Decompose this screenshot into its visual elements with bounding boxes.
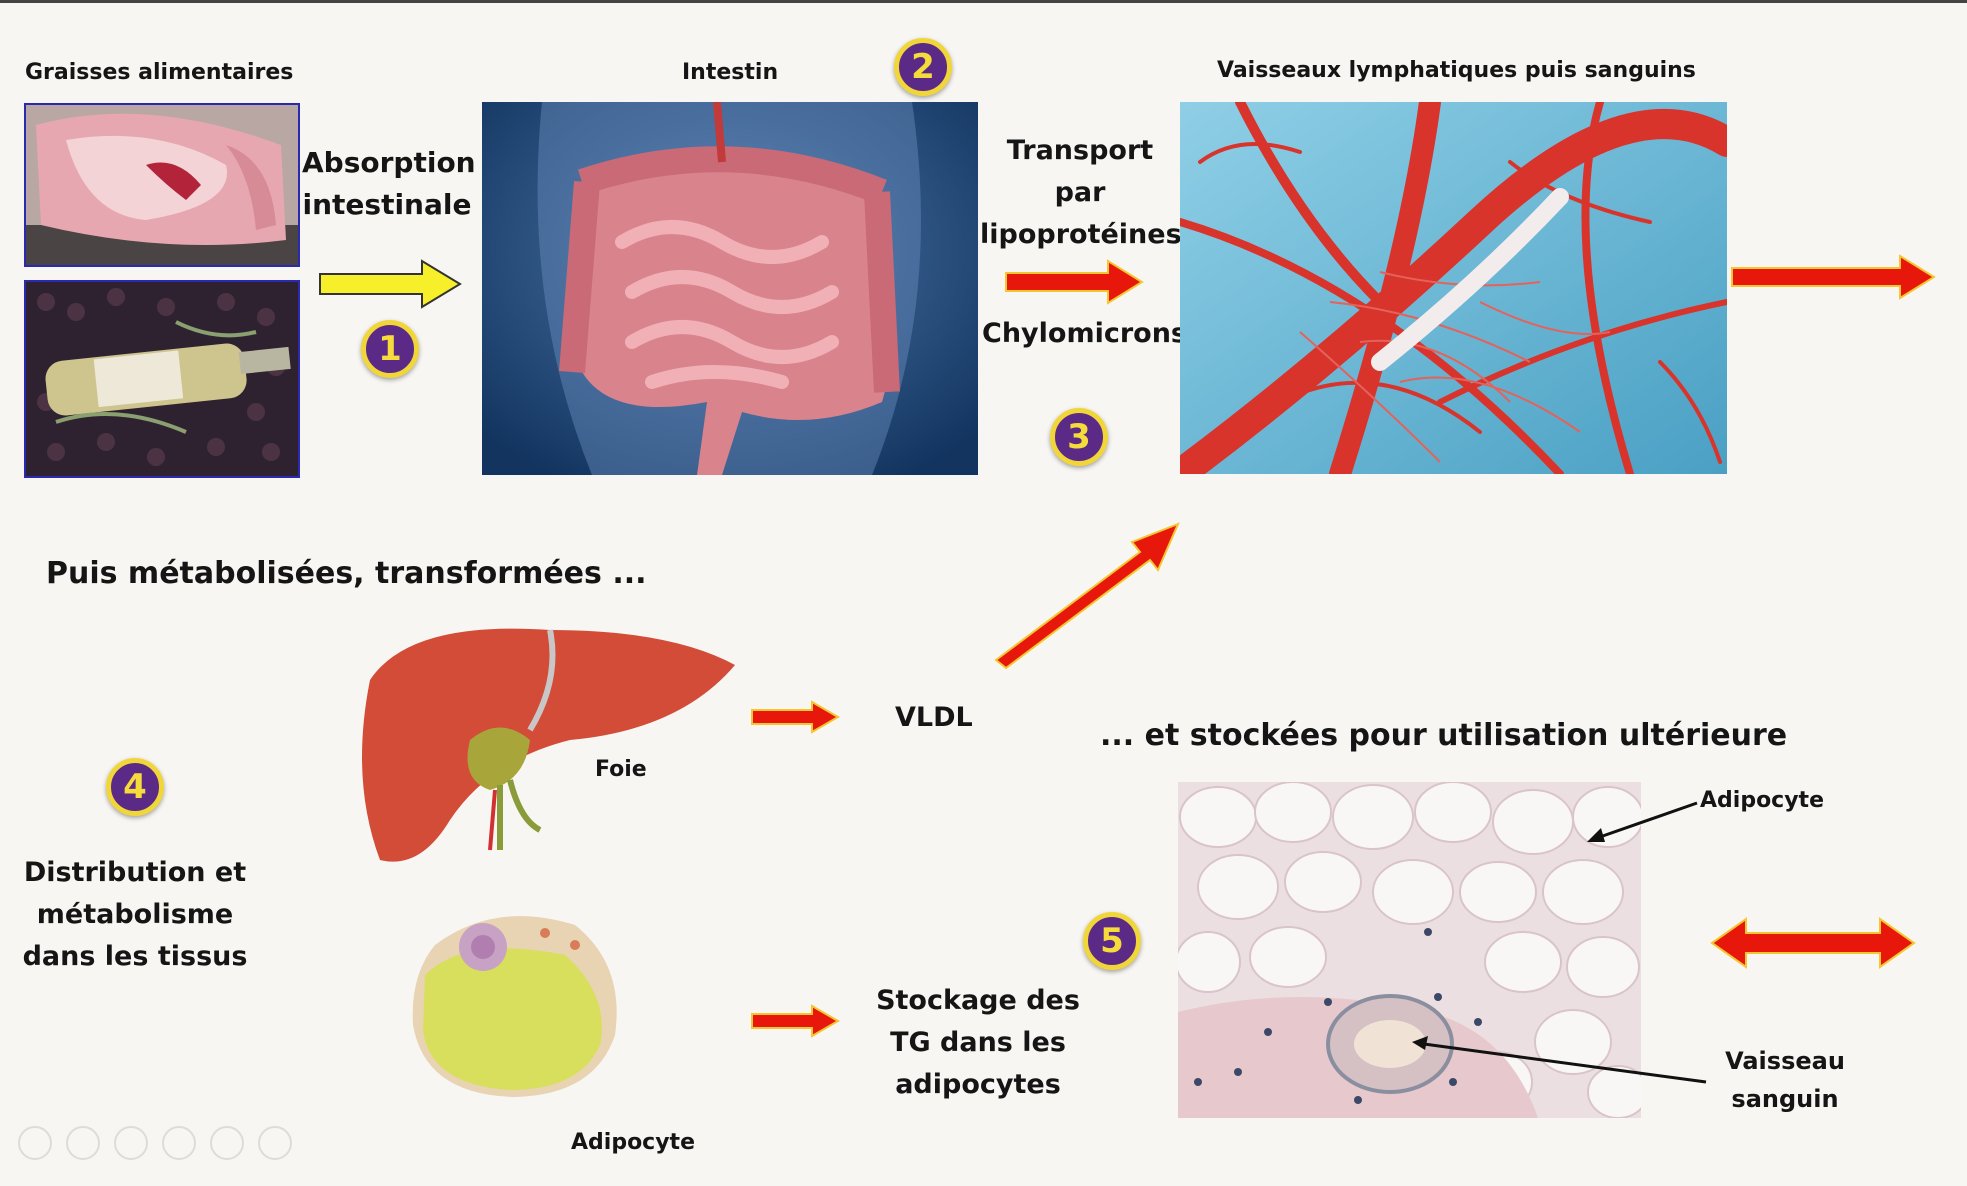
toolbar-pen-icon[interactable] [114, 1126, 148, 1160]
yellow-arrow [319, 259, 462, 309]
distribution-line2: métabolisme [36, 899, 234, 930]
absorption-text: Absorption intestinale [302, 142, 476, 226]
chylomicrons-label: Chylomicrons [982, 318, 1187, 349]
absorption-line2: intestinale [302, 188, 472, 221]
distribution-text: Distribution et métabolisme dans les tis… [20, 852, 250, 978]
olive-oil-photo [24, 280, 300, 478]
metabolized-title: Puis métabolisées, transformées ... [46, 556, 647, 591]
liver-label: Foie [595, 757, 647, 782]
transport-line2: lipoprotéines [980, 219, 1182, 250]
toolbar-more-icon[interactable] [258, 1126, 292, 1160]
red-arrow-adipocyte-storage [751, 1004, 841, 1038]
adipocyte-cell-label: Adipocyte [571, 1130, 695, 1155]
red-arrow-liver-vldl [751, 700, 841, 734]
toolbar-slides-icon[interactable] [162, 1126, 196, 1160]
adipocyte-cell-illustration [405, 905, 625, 1100]
badge-4: 4 [106, 758, 164, 816]
stored-title: ... et stockées pour utilisation ultérie… [1100, 718, 1788, 753]
distribution-line3: dans les tissus [22, 941, 248, 972]
pointer-adipocyte [1587, 801, 1698, 842]
storage-line1: Stockage des [876, 985, 1080, 1016]
badge-1: 1 [361, 320, 419, 378]
badge-2: 2 [894, 38, 952, 96]
badge-3: 3 [1050, 408, 1108, 466]
vessel-line2: sanguin [1731, 1085, 1839, 1113]
blood-vessels-photo [1180, 102, 1727, 474]
red-double-arrow [1710, 917, 1916, 969]
vessels-label: Vaisseaux lymphatiques puis sanguins [1217, 58, 1696, 83]
intestine-label: Intestin [682, 60, 779, 85]
red-arrow-vldl-to-vessels [994, 522, 1180, 670]
pointer-vessel [1412, 1036, 1707, 1084]
red-arrow-right-top [1731, 254, 1936, 300]
dietary-fats-label: Graisses alimentaires [25, 60, 294, 85]
storage-text: Stockage des TG dans les adipocytes [868, 980, 1088, 1106]
badge-5: 5 [1083, 912, 1141, 970]
distribution-line1: Distribution et [23, 857, 247, 888]
vessel-text: Vaisseau sanguin [1695, 1042, 1875, 1118]
vessel-line1: Vaisseau [1725, 1047, 1845, 1075]
storage-line2: TG dans les [890, 1027, 1066, 1058]
toolbar-zoom-icon[interactable] [210, 1126, 244, 1160]
storage-line3: adipocytes [895, 1069, 1061, 1100]
intestine-photo [482, 102, 978, 475]
meat-photo [24, 103, 300, 267]
toolbar-next-icon[interactable] [66, 1126, 100, 1160]
absorption-line1: Absorption [302, 146, 476, 179]
top-border [0, 0, 1967, 3]
adipocyte-tissue-label: Adipocyte [1700, 788, 1824, 813]
transport-line1: Transport par [1006, 135, 1154, 208]
vldl-label: VLDL [895, 702, 973, 733]
transport-text: Transport par lipoprotéines [980, 130, 1182, 256]
liver-illustration [350, 620, 740, 870]
slide-toolbar [18, 1126, 292, 1160]
toolbar-prev-icon[interactable] [18, 1126, 52, 1160]
red-arrow-to-vessels [1005, 259, 1144, 305]
